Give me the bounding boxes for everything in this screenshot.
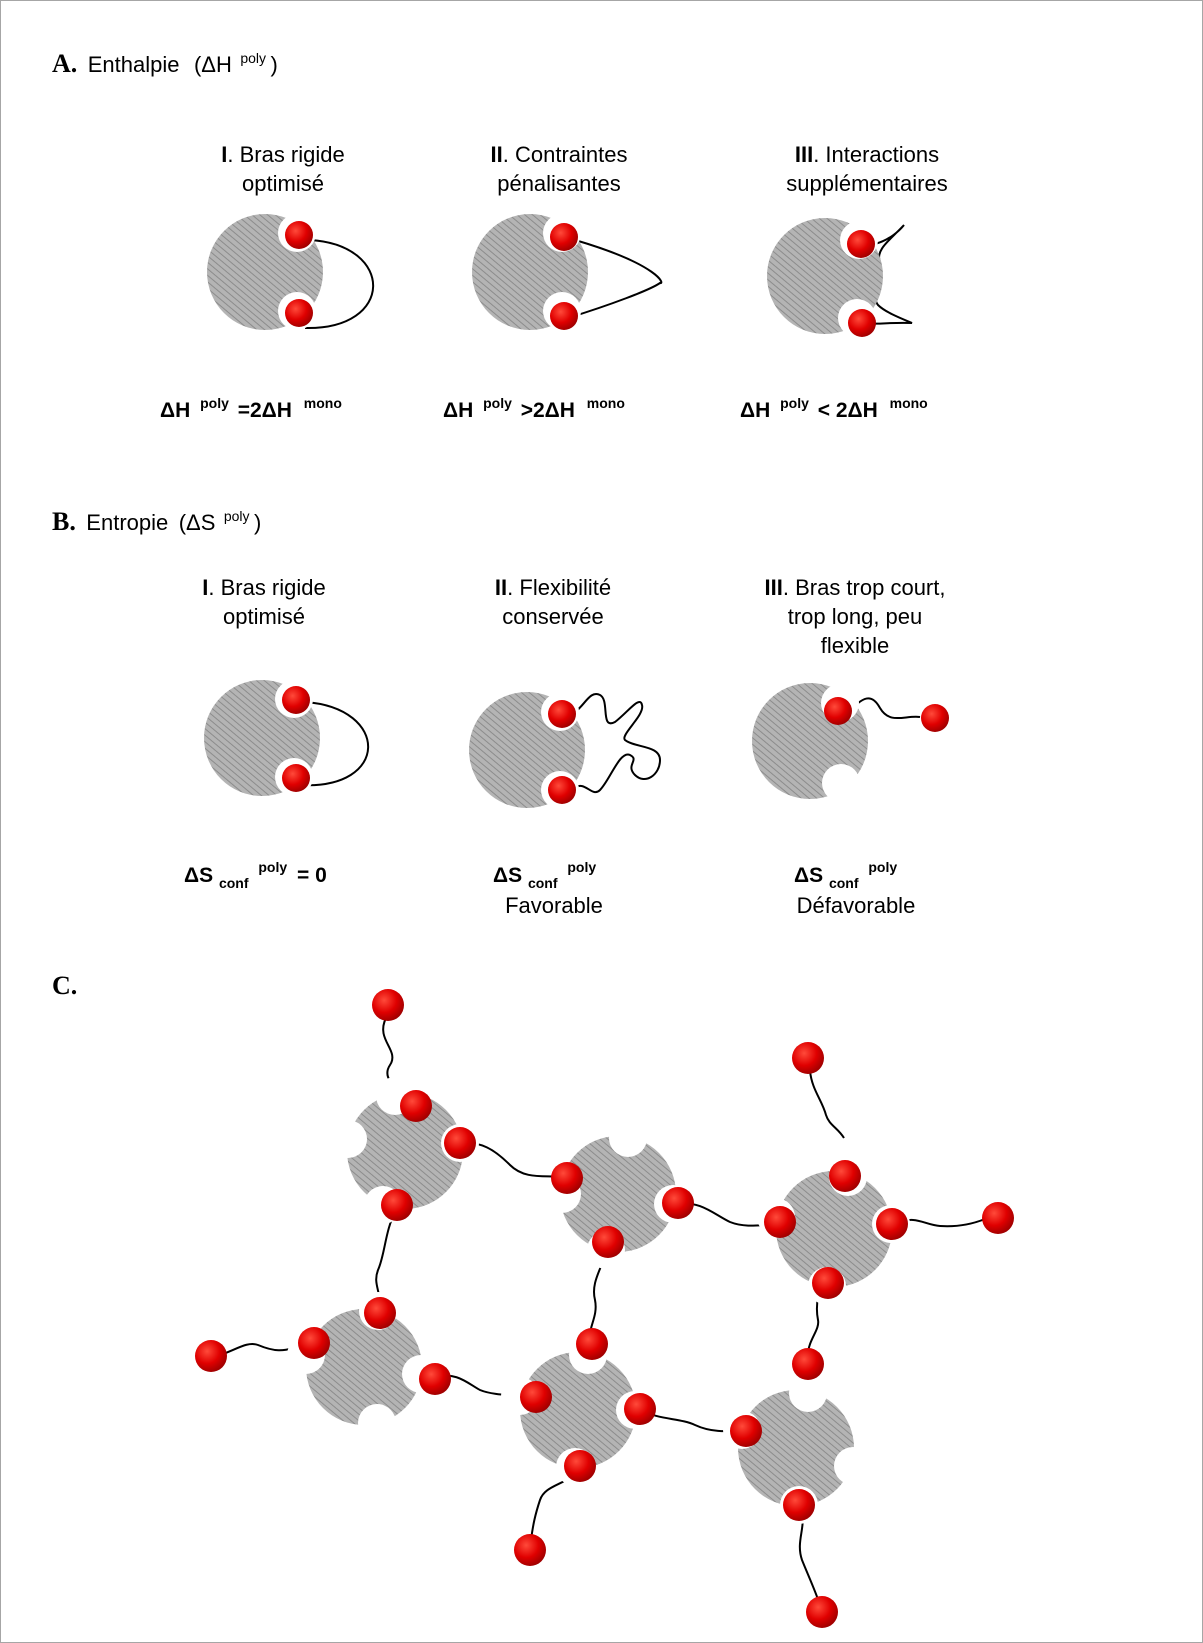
ligand-bead bbox=[982, 1202, 1014, 1234]
entropy-panel-1-title: I. Bras rigide bbox=[202, 575, 326, 600]
enthalpy-formula-2: ΔH poly >2ΔH mono bbox=[443, 390, 625, 422]
enthalpy-panel-1-title: I. Bras rigide bbox=[221, 142, 345, 167]
receptor-protein bbox=[287, 1292, 440, 1442]
ligand-bead bbox=[298, 1327, 330, 1359]
ligand-bead bbox=[764, 1206, 796, 1238]
ligand-bead bbox=[829, 1160, 861, 1192]
ligand-bead bbox=[812, 1267, 844, 1299]
ligand-bead bbox=[564, 1450, 596, 1482]
entropy-formula-3: ΔS conf poly bbox=[794, 859, 897, 893]
ligand-bead bbox=[876, 1208, 908, 1240]
entropy-panel-2-subtitle: conservée bbox=[502, 604, 604, 629]
ligand-bead bbox=[792, 1042, 824, 1074]
enthalpy-panel-3-subtitle: supplémentaires bbox=[786, 171, 947, 196]
aggregate-network bbox=[195, 989, 1014, 1628]
ligand-bead bbox=[548, 700, 576, 728]
entropy-panel-1-diagram bbox=[204, 680, 370, 796]
section-a-heading: A. Enthalpie (ΔH poly ) bbox=[52, 49, 278, 78]
enthalpy-panel-3-diagram bbox=[767, 218, 913, 337]
ligand-bead bbox=[576, 1328, 608, 1360]
entropy-formula-1: ΔS conf poly = 0 bbox=[184, 854, 327, 893]
enthalpy-formula-1: ΔH poly =2ΔH mono bbox=[160, 390, 342, 422]
enthalpy-panel-2-diagram bbox=[472, 214, 663, 330]
ligand-bead bbox=[514, 1534, 546, 1566]
ligand-bead bbox=[282, 764, 310, 792]
ligand-bead bbox=[550, 302, 578, 330]
enthalpy-formula-3: ΔH poly < 2ΔH mono bbox=[740, 390, 928, 422]
ligand-bead bbox=[806, 1596, 838, 1628]
ligand-bead bbox=[282, 686, 310, 714]
ligand-bead bbox=[548, 776, 576, 804]
network-linker bbox=[809, 1070, 845, 1139]
ligand-bead bbox=[921, 704, 949, 732]
ligand-bead bbox=[783, 1489, 815, 1521]
enthalpy-panel-3-title: III. Interactions bbox=[795, 142, 939, 167]
ligand-bead bbox=[592, 1226, 624, 1258]
entropy-formula-2: ΔS conf poly bbox=[493, 859, 596, 893]
ligand-bead bbox=[364, 1297, 396, 1329]
rigid-linker bbox=[299, 701, 370, 787]
ligand-bead bbox=[792, 1348, 824, 1380]
entropy-panel-2-diagram bbox=[469, 692, 662, 809]
ligand-bead bbox=[847, 230, 875, 258]
strained-linker bbox=[567, 239, 663, 319]
ligand-bead bbox=[285, 221, 313, 249]
entropy-panel-3-subtitle: trop long, peu bbox=[788, 604, 923, 629]
ligand-bead bbox=[551, 1162, 583, 1194]
enthalpy-panel-2-title: II. Contraintes bbox=[491, 142, 628, 167]
section-b-heading: B. Entropie (ΔS poly ) bbox=[52, 507, 261, 536]
ligand-bead bbox=[624, 1393, 656, 1425]
ligand-bead bbox=[824, 697, 852, 725]
ligand-bead bbox=[730, 1415, 762, 1447]
entropy-panel-3-diagram bbox=[752, 683, 949, 802]
ligand-bead bbox=[381, 1189, 413, 1221]
ligand-bead bbox=[550, 223, 578, 251]
ligand-bead bbox=[419, 1363, 451, 1395]
entropy-panel-3-subtitle-2: flexible bbox=[821, 633, 889, 658]
ligand-bead bbox=[848, 309, 876, 337]
enthalpy-panel-1-subtitle: optimisé bbox=[242, 171, 324, 196]
ligand-bead bbox=[400, 1090, 432, 1122]
receptor-protein bbox=[752, 683, 868, 802]
flexible-linker bbox=[574, 693, 662, 793]
ligand-bead bbox=[444, 1127, 476, 1159]
ligand-bead bbox=[372, 989, 404, 1021]
entropy-panel-1-subtitle: optimisé bbox=[223, 604, 305, 629]
ligand-bead bbox=[520, 1381, 552, 1413]
enthalpy-panel-1-diagram bbox=[207, 214, 375, 330]
entropy-panel-3-title: III. Bras trop court, bbox=[765, 575, 946, 600]
entropy-verdict-2: Favorable bbox=[505, 893, 603, 918]
ligand-bead bbox=[195, 1340, 227, 1372]
entropy-panel-2-title: II. Flexibilité bbox=[495, 575, 611, 600]
enthalpy-panel-2-subtitle: pénalisantes bbox=[497, 171, 621, 196]
network-linker bbox=[898, 1218, 986, 1228]
ligand-bead bbox=[285, 299, 313, 327]
entropy-verdict-3: Défavorable bbox=[797, 893, 916, 918]
bivalent-linker bbox=[304, 239, 375, 330]
ligand-bead bbox=[662, 1187, 694, 1219]
network-linker bbox=[375, 1209, 397, 1306]
section-c-heading: C. bbox=[52, 971, 77, 1000]
